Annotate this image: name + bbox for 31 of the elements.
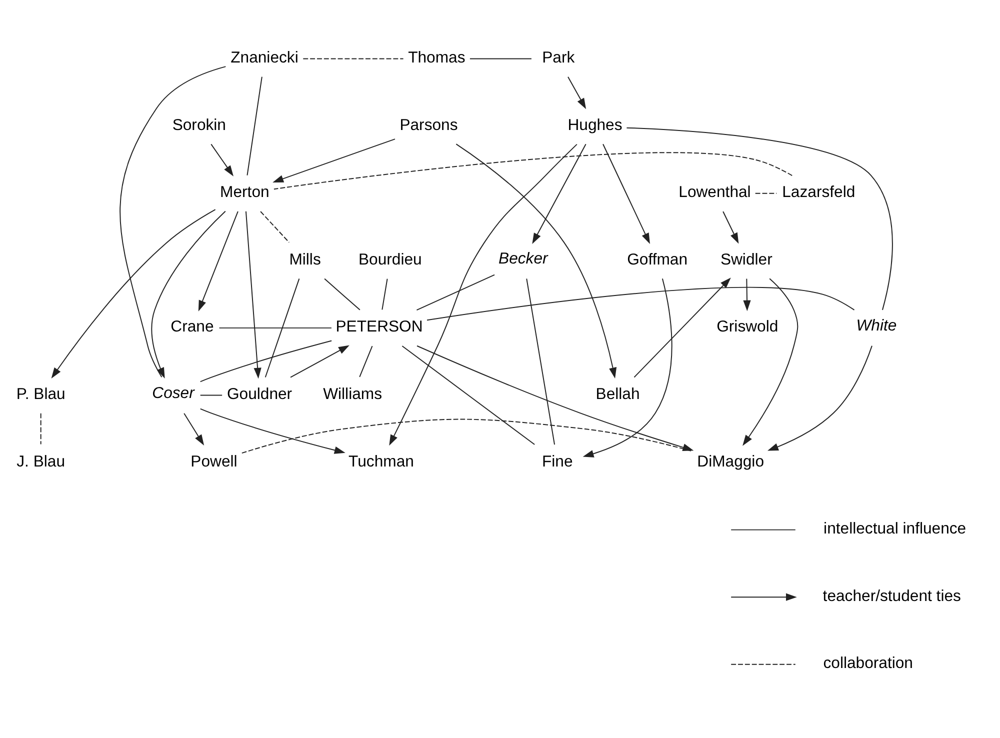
- node-text: Hughes: [568, 116, 622, 134]
- node-text: Crane: [170, 318, 214, 336]
- node-text: DiMaggio: [697, 452, 764, 470]
- node-text: Coser: [152, 384, 194, 402]
- node-text: P. Blau: [16, 385, 66, 402]
- node-text: Parsons: [400, 116, 458, 134]
- node-text: J. Blau: [16, 452, 66, 470]
- node-text: Williams: [323, 385, 382, 402]
- node-text: Tuchman: [348, 452, 414, 470]
- node-text: Bourdieu: [358, 250, 422, 268]
- node-text: Mills: [289, 250, 321, 268]
- node-text: Becker: [498, 250, 548, 267]
- legend-label: teacher/student ties: [822, 587, 961, 604]
- node-text: Fine: [542, 452, 573, 470]
- node-text: Lowenthal: [678, 184, 751, 201]
- node-text: Gouldner: [226, 385, 292, 402]
- node-text: Park: [542, 49, 575, 66]
- legend-label: collaboration: [823, 654, 914, 672]
- node-text: Thomas: [408, 49, 466, 66]
- node-text: Sorokin: [172, 116, 226, 134]
- node-text: Powell: [190, 452, 238, 470]
- node-text: Lazarsfeld: [782, 184, 856, 201]
- node-text: Swidler: [720, 250, 772, 268]
- legend-label: intellectual influence: [824, 520, 966, 538]
- node-text: Znaniecki: [230, 49, 298, 66]
- node-text: Bellah: [596, 385, 640, 402]
- node-text: Merton: [220, 184, 270, 201]
- node-text: Griswold: [716, 318, 778, 336]
- node-text: Goffman: [627, 250, 688, 268]
- node-text: White: [856, 317, 897, 334]
- node-text: PETERSON: [336, 318, 423, 336]
